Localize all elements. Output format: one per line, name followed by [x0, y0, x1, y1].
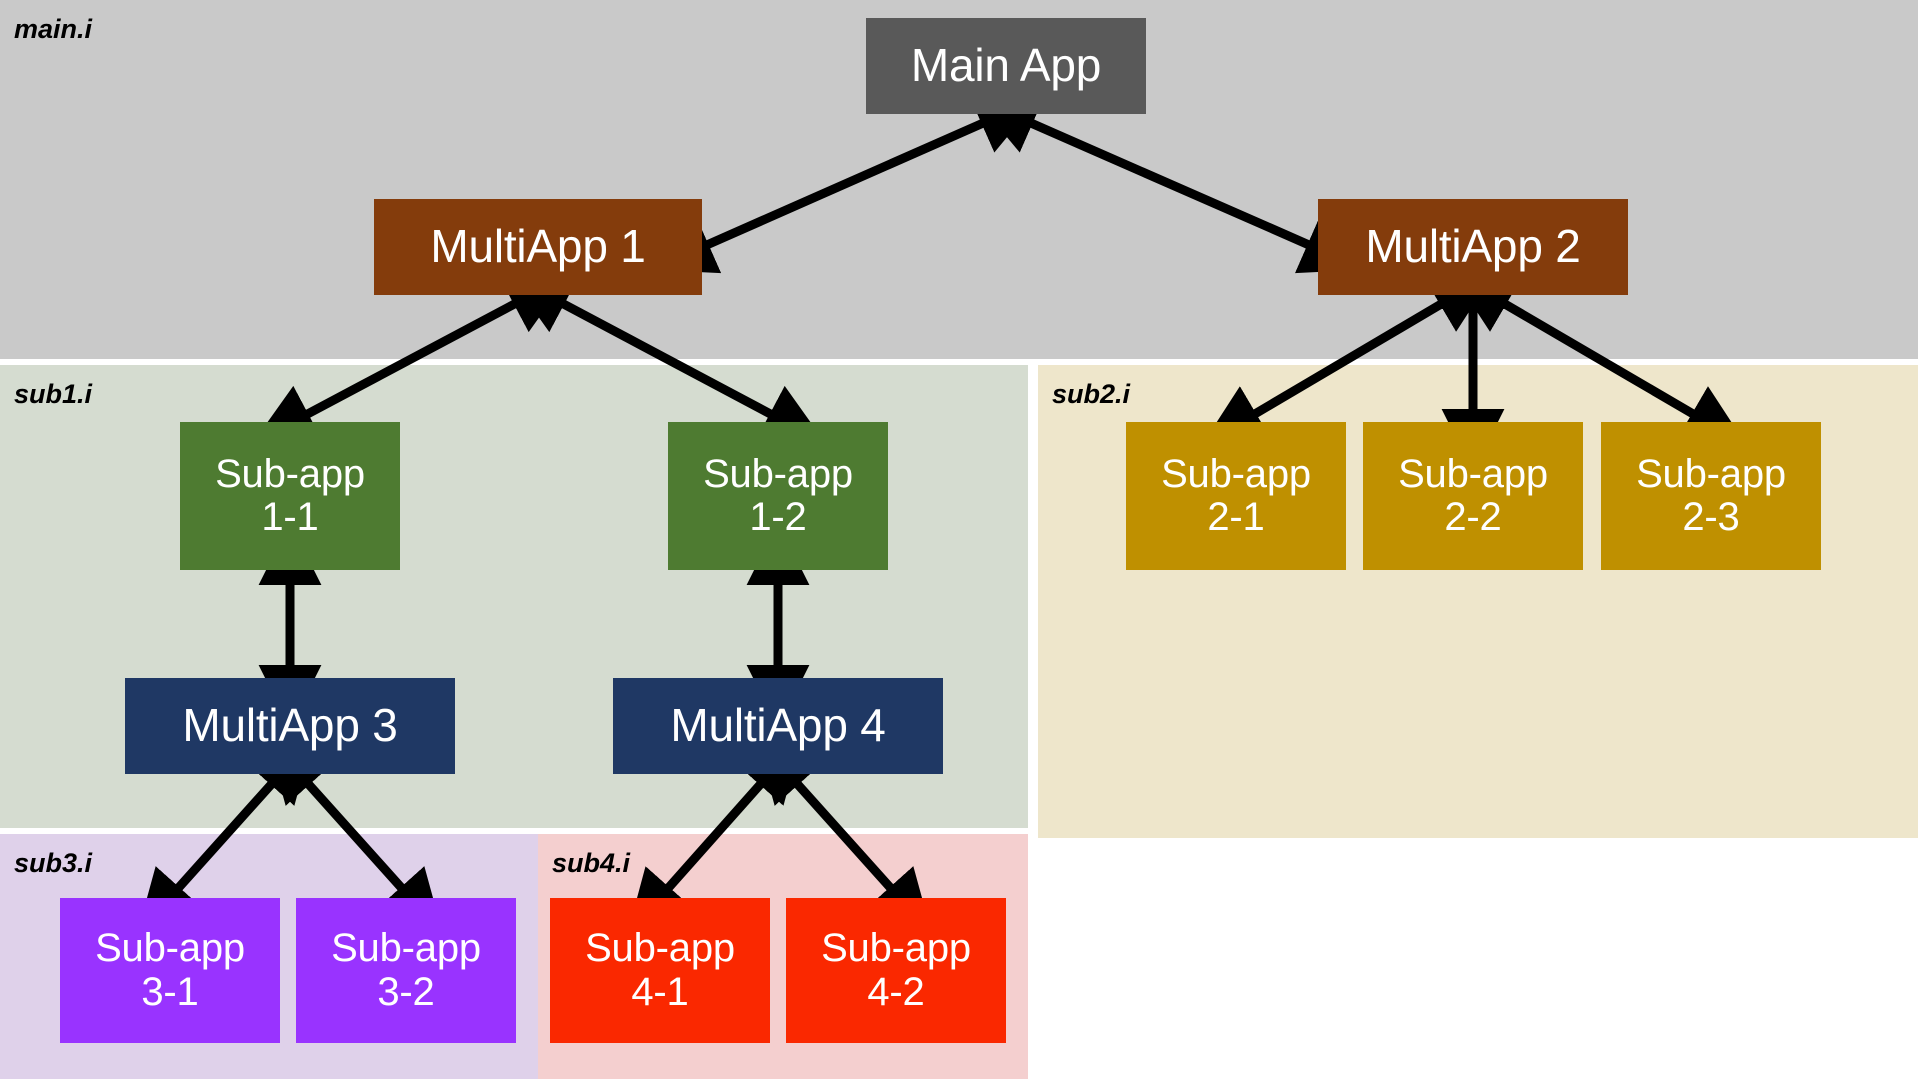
- node-label-line1: MultiApp 2: [1365, 220, 1581, 273]
- region-label-sub3: sub3.i: [14, 848, 93, 878]
- node-label-line2: 1-2: [749, 495, 807, 539]
- region-label-sub4: sub4.i: [552, 848, 631, 878]
- node-label-line2: 2-3: [1682, 495, 1740, 539]
- node-label-line1: MultiApp 3: [182, 699, 398, 752]
- node-multiapp1[interactable]: MultiApp 1: [374, 199, 702, 295]
- node-label-line1: Main App: [910, 39, 1102, 92]
- node-label-line1: Sub-app: [585, 926, 735, 971]
- node-label-line2: 3-2: [377, 969, 435, 1014]
- region-label-sub1: sub1.i: [14, 379, 93, 409]
- node-multiapp4[interactable]: MultiApp 4: [613, 678, 943, 774]
- node-label-line1: Sub-app: [331, 926, 481, 971]
- region-label-main: main.i: [14, 14, 93, 44]
- node-multiapp2[interactable]: MultiApp 2: [1318, 199, 1628, 295]
- node-label-line2: 4-2: [867, 969, 925, 1014]
- node-label-line1: Sub-app: [703, 451, 853, 496]
- node-label-line2: 3-1: [141, 969, 199, 1014]
- region-label-sub2: sub2.i: [1052, 379, 1131, 409]
- node-label-line2: 2-1: [1207, 495, 1265, 539]
- node-label-line2: 1-1: [261, 495, 319, 539]
- node-label-line1: Sub-app: [1636, 451, 1786, 496]
- node-label-line1: Sub-app: [95, 926, 245, 971]
- node-label-line2: 2-2: [1444, 495, 1502, 539]
- node-label-line1: Sub-app: [1398, 451, 1548, 496]
- node-label-line1: MultiApp 1: [430, 220, 646, 273]
- node-multiapp3[interactable]: MultiApp 3: [125, 678, 455, 774]
- node-label-line1: Sub-app: [821, 926, 971, 971]
- node-main_app[interactable]: Main App: [866, 18, 1146, 114]
- node-label-line1: Sub-app: [1161, 451, 1311, 496]
- node-label-line2: 4-1: [631, 969, 689, 1014]
- node-label-line1: MultiApp 4: [670, 699, 886, 752]
- node-label-line1: Sub-app: [215, 451, 365, 496]
